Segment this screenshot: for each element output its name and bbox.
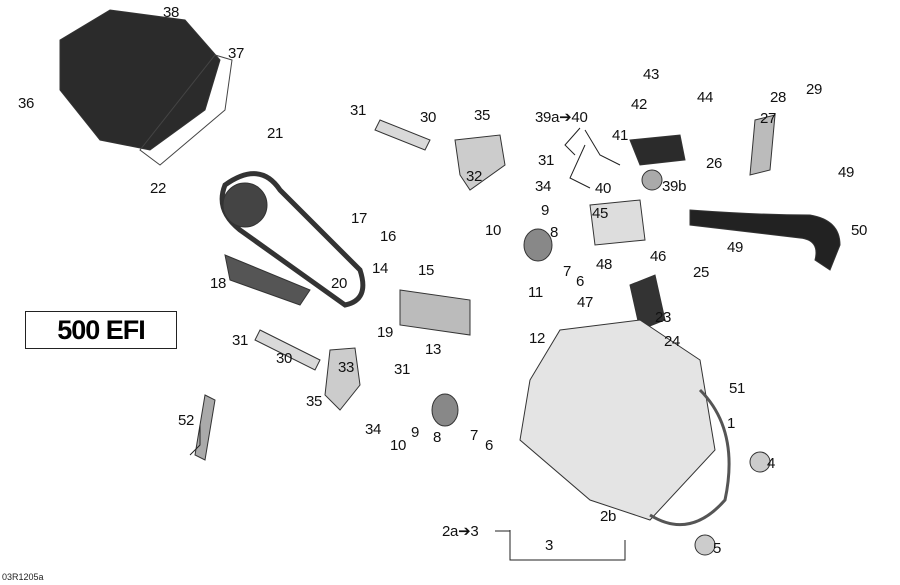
valve-spring-lower	[431, 393, 459, 427]
camshaft	[399, 289, 471, 336]
callout-part-33: 33	[338, 359, 355, 376]
callout-part-41: 41	[612, 127, 629, 144]
callout-part-35: 35	[306, 393, 323, 410]
callout-part-31: 31	[232, 332, 249, 349]
callout-part-6: 6	[576, 273, 585, 290]
callout-part-28: 28	[770, 89, 787, 106]
callout-part-24: 24	[664, 333, 681, 350]
callout-part-12: 12	[529, 330, 546, 347]
callout-part-34: 34	[535, 178, 552, 195]
thermostat-housing	[629, 134, 686, 166]
callout-part-1: 1	[727, 415, 736, 432]
coolant-hose	[689, 209, 841, 271]
callout-part-36: 36	[18, 95, 35, 112]
callout-part-46: 46	[650, 248, 667, 265]
callout-part-31: 31	[394, 361, 411, 378]
callout-part-27: 27	[760, 110, 777, 127]
callout-part-47: 47	[577, 294, 594, 311]
callout-part-40: 40	[595, 180, 612, 197]
callout-part-50: 50	[851, 222, 868, 239]
callout-part-45: 45	[592, 205, 609, 222]
callout-part-39a-40: 39a➔40	[535, 109, 588, 126]
callout-part-49: 49	[727, 239, 744, 256]
callout-part-7: 7	[470, 427, 479, 444]
callout-part-39b: 39b	[662, 178, 687, 195]
callout-part-3: 3	[545, 537, 554, 554]
callout-part-8: 8	[433, 429, 442, 446]
callout-part-9: 9	[411, 424, 420, 441]
callout-part-8: 8	[550, 224, 559, 241]
callout-part-15: 15	[418, 262, 435, 279]
cylinder-head	[519, 319, 716, 521]
temp-sensor-housing	[629, 274, 666, 331]
callout-part-11: 11	[528, 284, 543, 301]
chain-guide	[224, 254, 311, 306]
callout-part-48: 48	[596, 256, 613, 273]
callout-part-26: 26	[706, 155, 723, 172]
leader-lines	[189, 127, 626, 561]
callout-part-25: 25	[693, 264, 710, 281]
callout-part-17: 17	[351, 210, 368, 227]
camshaft-sprocket	[222, 182, 268, 228]
callout-part-49: 49	[838, 164, 855, 181]
callout-part-10: 10	[390, 437, 407, 454]
rocker-shaft-lower	[254, 329, 321, 371]
figure-code: 03R1205a	[2, 572, 44, 582]
model-label: 500 EFI	[25, 311, 177, 349]
callout-part-20: 20	[331, 275, 348, 292]
callout-part-16: 16	[380, 228, 397, 245]
callout-part-38: 38	[163, 4, 180, 21]
rocker-arm-lower	[324, 347, 361, 411]
callout-part-31: 31	[538, 152, 555, 169]
callout-part-37: 37	[228, 45, 245, 62]
rocker-shaft-upper	[374, 119, 431, 151]
valve-cover-gasket	[139, 54, 233, 166]
callout-part-42: 42	[631, 96, 648, 113]
callout-part-35: 35	[474, 107, 491, 124]
callout-part-7: 7	[563, 263, 572, 280]
water-outlet	[589, 199, 646, 246]
callout-part-52: 52	[178, 412, 195, 429]
callout-part-5: 5	[713, 540, 722, 557]
callout-part-34: 34	[365, 421, 382, 438]
head-gasket	[649, 388, 731, 527]
callout-part-18: 18	[210, 275, 227, 292]
rocker-arm-upper	[454, 134, 506, 191]
valve-cover	[59, 9, 221, 151]
callout-part-22: 22	[150, 180, 167, 197]
valve-exhaust	[694, 534, 716, 556]
callout-part-31: 31	[350, 102, 367, 119]
callout-part-23: 23	[655, 309, 672, 326]
callout-part-2a-3: 2a➔3	[442, 523, 479, 540]
callout-part-19: 19	[377, 324, 394, 341]
callout-part-43: 43	[643, 66, 660, 83]
callout-part-13: 13	[425, 341, 442, 358]
callout-part-29: 29	[806, 81, 823, 98]
callout-part-51: 51	[729, 380, 746, 397]
valve-intake	[749, 451, 771, 473]
callout-part-30: 30	[276, 350, 293, 367]
callout-part-30: 30	[420, 109, 437, 126]
callout-part-4: 4	[767, 455, 776, 472]
callout-part-14: 14	[372, 260, 389, 277]
callout-part-10: 10	[485, 222, 502, 239]
thermostat	[641, 169, 663, 191]
valve-spring-upper	[523, 228, 553, 262]
callout-part-9: 9	[541, 202, 550, 219]
callout-part-32: 32	[466, 168, 483, 185]
callout-part-21: 21	[267, 125, 284, 142]
callout-part-2b: 2b	[600, 508, 617, 525]
crossover-tube	[194, 394, 216, 461]
callout-part-6: 6	[485, 437, 494, 454]
callout-part-44: 44	[697, 89, 714, 106]
fuel-injector	[749, 114, 776, 176]
